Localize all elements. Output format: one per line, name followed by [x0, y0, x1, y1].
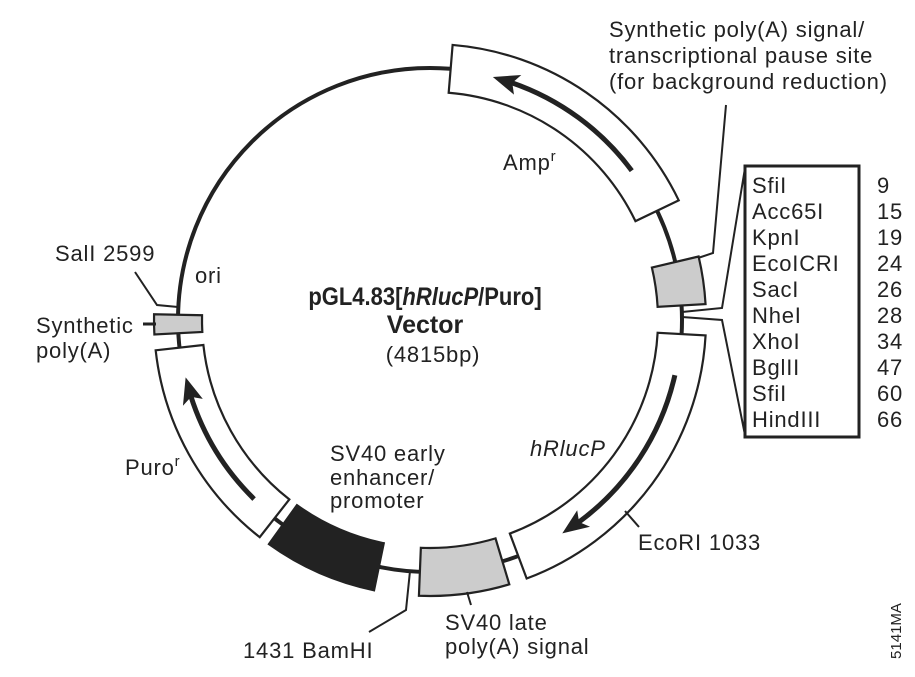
amp-label-text: Amp [503, 150, 551, 175]
hrlucp-direction-arrow [576, 374, 678, 525]
amp-label: Ampr [503, 148, 556, 175]
mcs-lower-leader-line [681, 316, 746, 436]
sv40-late-label-line: poly(A) signal [445, 634, 589, 659]
mcs-position: 26 [877, 277, 903, 302]
ori-label: ori [195, 263, 222, 288]
pause-site-label-line: (for background reduction) [609, 69, 888, 94]
amp-label-superscript: r [551, 148, 557, 165]
ecori-site-label: EcoRI 1033 [638, 530, 761, 555]
sv40-early-label: SV40 early enhancer/ promoter [330, 441, 446, 513]
mcs-position: 19 [877, 225, 903, 250]
hrlucp-label: hRlucP [530, 436, 606, 461]
mcs-enzyme: SfiI [752, 173, 787, 198]
pause-site-leader-line [697, 104, 727, 259]
mcs-enzyme: KpnI [752, 225, 800, 250]
amp-direction-arrow [510, 80, 634, 173]
sv40-early-label-line: enhancer/ [330, 465, 435, 490]
mcs-upper-leader-line [681, 167, 746, 313]
amp-arrowhead-icon [492, 74, 522, 95]
mcs-enzyme: SacI [752, 277, 799, 302]
mcs-site-list: SfiI 9 Acc65I 15 KpnI 19 EcoICRI 24 SacI… [752, 173, 903, 432]
puro-arrowhead-icon [182, 377, 203, 406]
synthetic-polya-label-line: Synthetic [36, 313, 134, 338]
mcs-enzyme: NheI [752, 303, 802, 328]
sali-site-label: SalI 2599 [55, 241, 155, 266]
title-gene: hRlucP [402, 283, 478, 311]
figure-code: 5141MA [888, 603, 905, 659]
mcs-enzyme: HindIII [752, 407, 821, 432]
pause-site-polya-box [650, 255, 707, 309]
bamhi-position: 1431 [243, 638, 295, 663]
pause-site-label-line: transcriptional pause site [609, 43, 873, 68]
sv40-early-promoter-box [267, 503, 386, 592]
mcs-enzyme: XhoI [752, 329, 800, 354]
title-prefix: pGL4.83[ [308, 283, 402, 311]
sali-position: 2599 [103, 241, 155, 266]
puro-label-text: Puro [125, 455, 175, 480]
mcs-box [743, 164, 861, 439]
pause-site-label: Synthetic poly(A) signal/ transcriptiona… [609, 17, 888, 94]
ecori-leader-line [624, 510, 640, 528]
sv40-late-label-line: SV40 late [445, 610, 548, 635]
puro-label: Puror [125, 453, 180, 480]
mcs-enzyme: EcoICRI [752, 251, 840, 276]
mcs-enzyme: BglII [752, 355, 800, 380]
puro-direction-arrow [188, 395, 256, 501]
amp-resistance-gene-box [447, 43, 681, 223]
vector-name-title: pGL4.83[hRlucP/Puro] [308, 283, 541, 311]
bamhi-leader-line [368, 570, 411, 633]
vector-title-line2: Vector [387, 311, 464, 339]
sv40-early-label-line: promoter [330, 488, 424, 513]
bamhi-site-label: 1431 BamHI [243, 638, 373, 663]
mcs-position: 47 [877, 355, 903, 380]
puro-resistance-gene-box [154, 343, 291, 539]
mcs-position: 34 [877, 329, 903, 354]
sali-enzyme: SalI [55, 241, 96, 266]
sv40-late-polya-box [417, 537, 511, 598]
synthetic-polya-label-line: poly(A) [36, 338, 111, 363]
mcs-position: 9 [877, 173, 890, 198]
sv40-late-leader-line [466, 591, 472, 606]
synthetic-polya-box [152, 313, 204, 336]
mcs-position: 24 [877, 251, 903, 276]
ecori-position: 1033 [709, 530, 761, 555]
mcs-position: 60 [877, 381, 903, 406]
mcs-position: 66 [877, 407, 903, 432]
ecori-enzyme: EcoRI [638, 530, 702, 555]
vector-size-label: (4815bp) [386, 342, 480, 367]
hrlucp-arrowhead-icon [562, 510, 591, 534]
bamhi-enzyme: BamHI [302, 638, 373, 663]
mcs-enzyme: SfiI [752, 381, 787, 406]
synthetic-polya-label: Synthetic poly(A) [36, 313, 134, 363]
sali-leader-line [134, 271, 179, 308]
hrlucp-gene-box [508, 331, 707, 580]
pause-site-label-line: Synthetic poly(A) signal/ [609, 17, 865, 42]
mcs-position: 15 [877, 199, 903, 224]
sv40-early-label-line: SV40 early [330, 441, 446, 466]
puro-label-superscript: r [175, 453, 181, 470]
mcs-enzyme: Acc65I [752, 199, 824, 224]
mcs-position: 28 [877, 303, 903, 328]
sv40-late-label: SV40 late poly(A) signal [445, 610, 589, 659]
title-suffix: /Puro] [478, 283, 542, 311]
